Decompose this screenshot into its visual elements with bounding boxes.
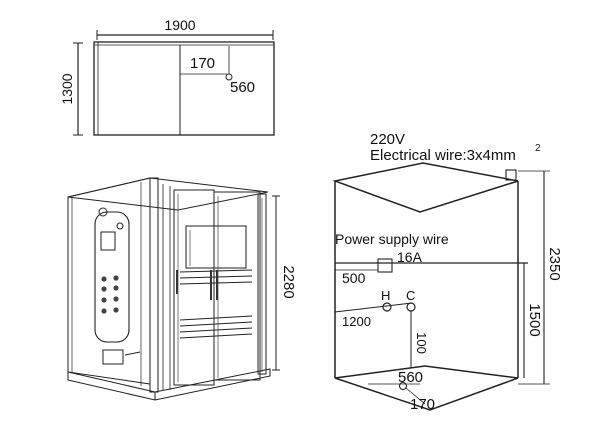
inner-window <box>185 225 247 269</box>
cold-water-label: C <box>406 288 415 303</box>
breaker-rating-label: 16A <box>397 249 423 265</box>
jet-icon <box>113 275 119 281</box>
door-handle <box>210 270 212 300</box>
front-corner-post <box>149 177 159 393</box>
plan-view: 1900 1300 170 560 <box>59 17 275 136</box>
outlet-offset-label: 500 <box>342 270 366 286</box>
hot-water-tap <box>382 302 392 312</box>
door-handle <box>216 270 218 300</box>
door-handle <box>176 270 178 294</box>
shower-unit-illustration: 2280 <box>67 177 297 401</box>
floor-drain-marker <box>398 381 408 391</box>
foot-rest <box>102 349 124 365</box>
voltage-label: 220V <box>370 131 405 148</box>
control-display <box>100 231 116 251</box>
front-glass-door-right <box>213 191 261 381</box>
shower-left-wall <box>67 177 151 385</box>
massage-jets <box>101 275 119 314</box>
shower-roof <box>67 177 269 211</box>
jet-icon <box>101 308 107 314</box>
power-outlet-box <box>377 258 393 273</box>
plan-depth-label: 1300 <box>59 73 75 104</box>
ceiling-junction-box <box>505 169 517 181</box>
plan-drain-x-label: 170 <box>190 55 215 72</box>
hot-water-label: H <box>381 288 390 303</box>
tap-height-label: 1200 <box>342 314 371 329</box>
shower-base-tray <box>67 368 271 401</box>
jet-icon <box>113 296 119 302</box>
plan-drain-y-label: 560 <box>230 79 255 96</box>
right-end-post <box>257 193 267 375</box>
floor-plane <box>334 365 519 411</box>
plan-width-label: 1900 <box>164 17 195 33</box>
wire-unit-exponent: 2 <box>535 143 541 154</box>
jet-icon <box>113 307 119 313</box>
socket-height-label: 1500 <box>526 303 543 336</box>
jet-icon <box>101 286 107 292</box>
tap-height-line <box>334 302 413 313</box>
cold-water-tap <box>406 302 416 312</box>
plan-outline <box>93 41 275 136</box>
control-panel <box>94 211 130 343</box>
ceiling-plane <box>332 162 519 213</box>
floor-drain-label-170: 170 <box>410 396 435 413</box>
electrical-wire-label: Electrical wire:3x4mm <box>370 147 516 164</box>
plan-drain-marker <box>225 73 233 81</box>
total-height-label: 2350 <box>546 247 563 280</box>
jet-icon <box>101 276 107 282</box>
jet-icon <box>113 285 119 291</box>
front-glass-door-left <box>173 189 215 386</box>
tap-spacing-label: 100 <box>414 332 429 354</box>
unit-height-label: 2280 <box>280 265 297 298</box>
jet-icon <box>101 297 107 303</box>
installation-diagram: 220V Electrical wire:3x4mm 2 560 170 Pow… <box>332 131 563 413</box>
floor-drain-label-560: 560 <box>398 369 423 386</box>
power-supply-label: Power supply wire <box>335 231 449 247</box>
